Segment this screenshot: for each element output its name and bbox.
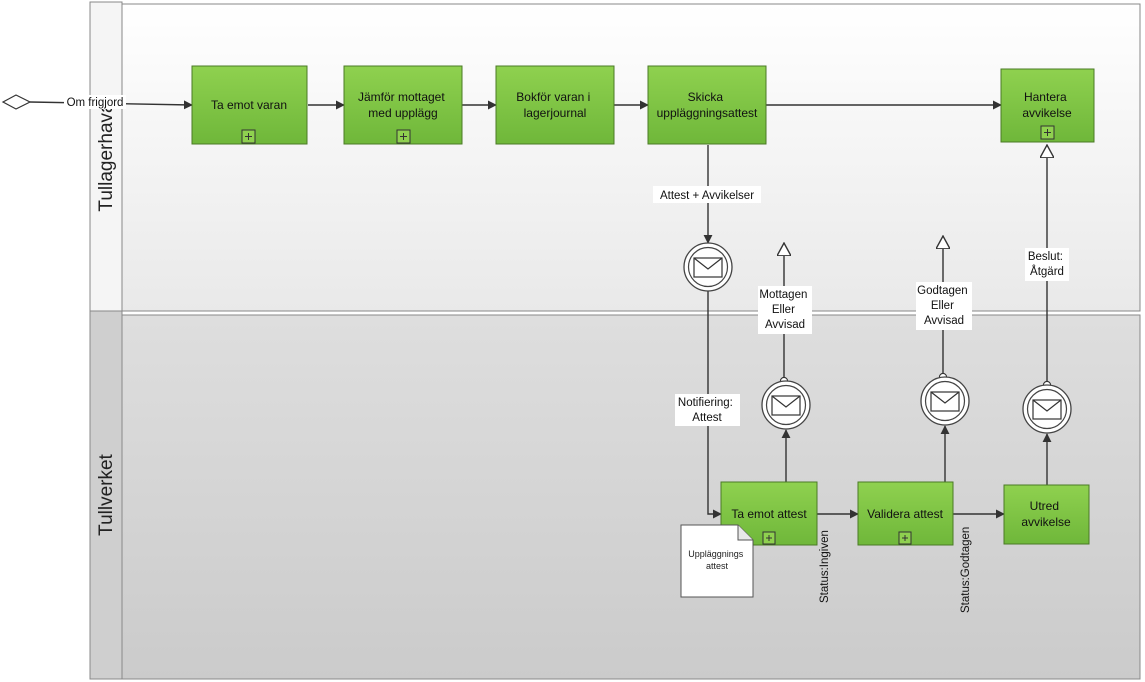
task-hantera-avvikelse[interactable]: Hantera avvikelse (1000, 68, 1095, 143)
task-line-1: Utred (1030, 499, 1059, 513)
attest-avvikelser-label: Attest + Avvikelser (660, 190, 754, 202)
envelope-icon (1032, 399, 1062, 420)
flow-label-godtagen: Godtagen Eller Avvisad (916, 282, 972, 330)
task-line-1: Jämför mottaget (358, 90, 445, 104)
task-skicka-attest[interactable]: Skicka uppläggningsattest (647, 65, 767, 145)
task-line-2: avvikelse (1022, 106, 1072, 120)
flow-label-start: Om frigjord (64, 95, 126, 109)
message-event-mottagen[interactable] (761, 380, 811, 430)
task-line-2: med upplägg (368, 106, 437, 120)
notifiering-line-2: Attest (692, 412, 722, 424)
message-event-receive[interactable] (683, 242, 733, 292)
status-ingiven: Status:Ingiven (819, 530, 831, 603)
task-label: Bokför varan i lagerjournal (516, 90, 593, 120)
mottagen-line-3: Avvisad (765, 319, 805, 331)
task-label: Ta emot attest (731, 507, 807, 521)
flow-label-attest-avvikelser: Attest + Avvikelser (653, 186, 761, 203)
start-label: Om frigjord (67, 97, 124, 109)
flow-label-beslut: Beslut: Åtgärd (1025, 248, 1069, 281)
attest-avvikelser-line: Attest + Avvikelser (660, 190, 754, 202)
task-ta-emot-varan[interactable]: Ta emot varan (191, 65, 308, 145)
task-line-1: Skicka (688, 90, 724, 104)
godtagen-line-2: Eller (931, 300, 954, 312)
task-label: Ta emot varan (211, 98, 287, 112)
subprocess-marker-icon (762, 531, 776, 545)
flow-label-notifiering: Notifiering: Attest (675, 394, 740, 426)
subprocess-marker-icon (396, 129, 411, 144)
subprocess-marker-icon (898, 531, 912, 545)
beslut-line-1: Beslut: (1028, 251, 1063, 263)
godtagen-line-1: Godtagen (917, 285, 968, 297)
start-diamond (1, 94, 32, 110)
mottagen-line-1: Mottagen (759, 289, 807, 301)
notifiering-line-1: Notifiering: (678, 397, 733, 409)
beslut-label: Beslut: Åtgärd (1028, 251, 1066, 278)
message-event-beslut[interactable] (1022, 384, 1072, 434)
task-label: Jämför mottaget med upplägg (358, 90, 448, 120)
status-godtagen: Status:Godtagen (960, 527, 972, 613)
lane-tullverket: Tullverket (89, 310, 1141, 680)
task-line-2: avvikelse (1021, 515, 1071, 529)
notifiering-label: Notifiering: Attest (678, 397, 736, 424)
task-validera-attest[interactable]: Validera attest (857, 481, 954, 546)
flow-event-to-ta-emot-attest (707, 291, 722, 519)
godtagen-label: Godtagen Eller Avvisad (917, 285, 971, 327)
task-jamfor-mottaget[interactable]: Jämför mottaget med upplägg (343, 65, 463, 145)
task-label: Hantera avvikelse (1022, 90, 1072, 120)
document-line-2: attest (706, 561, 729, 571)
task-line-2: uppläggningsattest (657, 106, 758, 120)
task-line-1: Ta emot attest (731, 507, 807, 521)
subprocess-marker-icon (241, 129, 256, 144)
envelope-icon (930, 391, 960, 412)
lane-tullagerhava: Tullagerhava (89, 1, 1141, 312)
document-line-1: Uppläggnings (688, 549, 744, 559)
envelope-icon (693, 257, 723, 278)
task-line-1: Hantera (1024, 90, 1067, 104)
envelope-icon (771, 395, 801, 416)
task-line-1: Bokför varan i (516, 90, 590, 104)
godtagen-line-3: Avvisad (924, 315, 964, 327)
task-line-2: lagerjournal (524, 106, 587, 120)
document-label: Uppläggnings attest (688, 549, 746, 571)
message-event-godtagen[interactable] (920, 376, 970, 426)
document-upplaggningsattest[interactable]: Uppläggnings attest (680, 524, 754, 598)
flow-label-mottagen: Mottagen Eller Avvisad (758, 286, 812, 334)
task-label: Utred avvikelse (1021, 499, 1071, 529)
task-bokfor-varan[interactable]: Bokför varan i lagerjournal (495, 65, 615, 145)
task-line-1: Validera attest (867, 507, 943, 521)
subprocess-marker-icon (1040, 125, 1055, 140)
task-utred-avvikelse[interactable]: Utred avvikelse (1003, 484, 1090, 545)
mottagen-label: Mottagen Eller Avvisad (759, 289, 810, 331)
task-label: Skicka uppläggningsattest (657, 90, 758, 120)
mottagen-line-2: Eller (772, 304, 795, 316)
task-label: Validera attest (867, 507, 943, 521)
lane-title-tullagerhava: Tullagerhava (96, 102, 117, 212)
lane-title-tullverket: Tullverket (96, 453, 117, 535)
task-ta-emot-attest[interactable]: Ta emot attest (720, 481, 818, 546)
task-line-1: Ta emot varan (211, 98, 287, 112)
beslut-line-2: Åtgärd (1030, 265, 1064, 278)
